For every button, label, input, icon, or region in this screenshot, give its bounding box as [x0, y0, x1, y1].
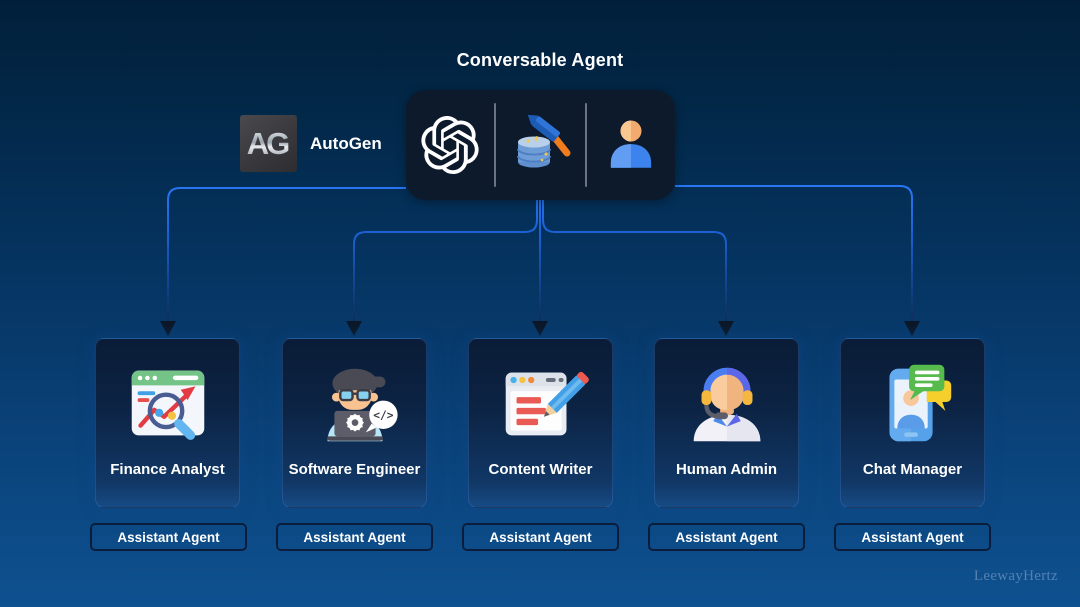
node-slot-tools	[496, 113, 584, 177]
content-writer-icon	[505, 371, 589, 436]
node-divider	[494, 103, 497, 187]
chat-manager-icon	[888, 364, 951, 442]
software-engineer-icon: </>	[326, 368, 398, 442]
agent-card-content-writer: Content Writer	[468, 338, 613, 508]
role-box-content-writer: Assistant Agent	[462, 523, 619, 551]
autogen-brand: AG AutoGen	[240, 115, 382, 172]
human-admin-icon	[693, 367, 760, 442]
autogen-logo-icon: AG	[240, 115, 297, 172]
agent-name: Content Writer	[488, 461, 593, 478]
role-box-finance-analyst: Assistant Agent	[90, 523, 247, 551]
agent-card-finance-analyst: Finance Analyst	[95, 338, 240, 508]
autogen-brand-name: AutoGen	[310, 133, 382, 153]
role-box-chat-manager: Assistant Agent	[834, 523, 991, 551]
agent-name: Software Engineer	[288, 461, 421, 478]
role-box-software-engineer: Assistant Agent	[276, 523, 433, 551]
edge-to-human-admin	[542, 200, 727, 321]
watermark: LeewayHertz	[973, 568, 1058, 584]
node-slot-llm	[406, 116, 494, 174]
edge-to-software-engineer	[353, 200, 538, 321]
user-icon	[610, 120, 651, 168]
agent-name: Human Admin	[675, 461, 778, 478]
node-slot-human	[587, 117, 675, 173]
openai-logo-icon	[421, 116, 479, 174]
agent-card-software-engineer: </> Software Engineer	[282, 338, 427, 508]
autogen-logo-letters: AG	[247, 126, 291, 162]
page-title: Conversable Agent	[456, 50, 624, 70]
edge-to-chat-manager	[675, 185, 913, 321]
edge-to-finance-analyst	[167, 187, 406, 321]
conversable-agent-node	[406, 90, 675, 200]
finance-analyst-icon	[131, 370, 204, 441]
node-divider	[584, 103, 587, 187]
agent-name: Chat Manager	[862, 461, 963, 478]
agent-card-human-admin: Human Admin	[654, 338, 799, 508]
agent-card-chat-manager: Chat Manager	[840, 338, 985, 508]
agent-name: Finance Analyst	[110, 461, 225, 478]
build-tools-icon	[517, 114, 571, 168]
svg-text:</>: </>	[373, 409, 394, 422]
arrowheads	[160, 321, 920, 336]
role-box-human-admin: Assistant Agent	[648, 523, 805, 551]
